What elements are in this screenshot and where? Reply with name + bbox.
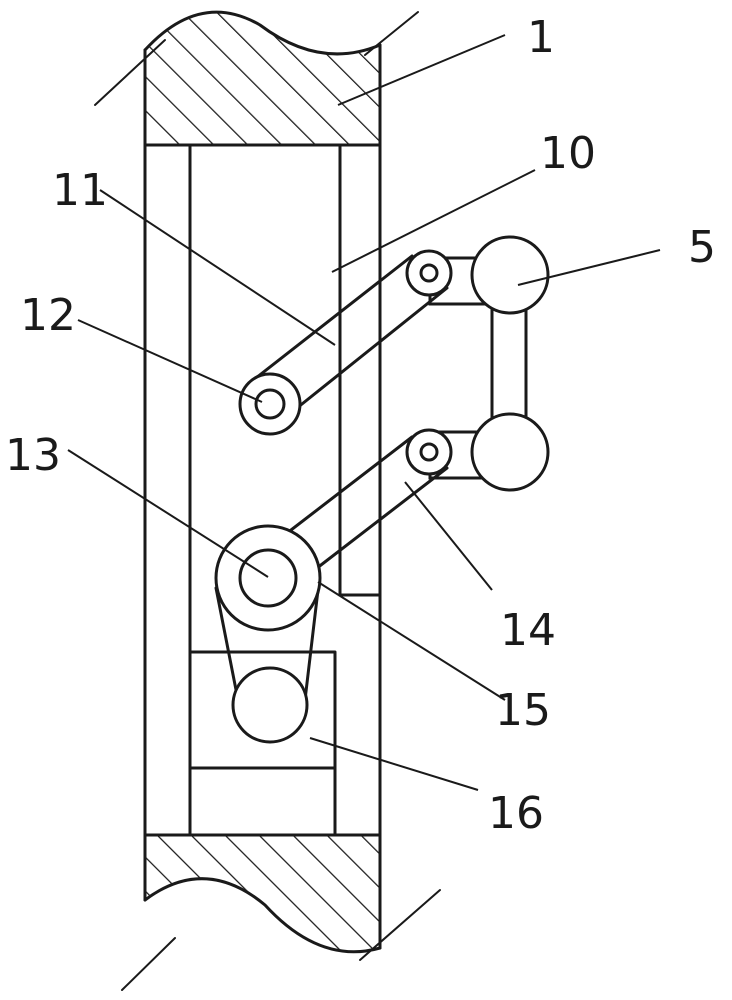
drive-wheel <box>216 526 320 630</box>
label-11: 11 <box>52 165 108 216</box>
label-5: 5 <box>688 222 716 273</box>
label-14: 14 <box>500 605 556 656</box>
bottom-wall-section <box>122 835 440 990</box>
label-15: 15 <box>495 685 551 736</box>
label-12: 12 <box>20 290 76 341</box>
label-16: 16 <box>488 788 544 839</box>
label-10: 10 <box>540 128 596 179</box>
label-1: 1 <box>527 12 555 63</box>
upper-pivot <box>240 374 300 434</box>
top-wall-section <box>95 12 418 145</box>
label-13: 13 <box>5 430 61 481</box>
